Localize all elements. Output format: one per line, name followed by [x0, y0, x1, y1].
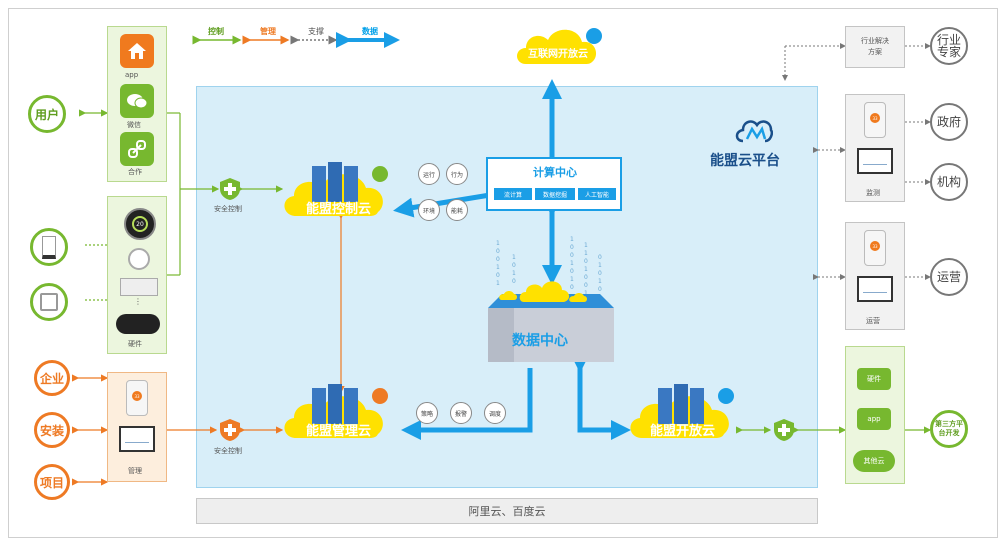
gov-circle: 政府 [930, 103, 968, 141]
third-party-circle: 第三方平台开发 [930, 410, 968, 448]
compute-center [486, 157, 622, 211]
ops-circle: 运营 [930, 258, 968, 296]
binary-stream: 1 0 0 1 0 1 0 [570, 236, 574, 291]
open-cloud [630, 384, 734, 438]
footer-bar: 阿里云、百度云 [196, 498, 818, 524]
shield-icon [774, 419, 794, 441]
compute-tag: 流计算 [494, 188, 532, 200]
phone-icon: 33 [126, 380, 148, 416]
platform-logo-icon [735, 120, 773, 143]
open-hw-button[interactable]: 硬件 [857, 368, 891, 390]
manage-tag: 报警 [450, 402, 472, 424]
industry-expert-label: 行业专家 [936, 33, 961, 59]
hardware-ellipsis: ⋮ [134, 297, 142, 306]
manage-label: 管理 [128, 467, 142, 475]
data-center-box [488, 281, 614, 362]
industry-expert-circle: 行业专家 [930, 27, 968, 65]
gateway-icon [116, 314, 160, 334]
project-circle: 项目 [34, 464, 70, 500]
install-circle: 安装 [34, 412, 70, 448]
hardware-label: 硬件 [128, 340, 142, 348]
monitor-icon [857, 276, 893, 302]
wechat-label: 微信 [127, 121, 141, 129]
monitor-icon [857, 148, 893, 174]
ac-unit-icon [40, 293, 58, 311]
shield-icon [220, 419, 240, 441]
legend-control: 控制 [208, 27, 224, 36]
control-cloud [284, 162, 388, 216]
thermostat-value: 20 [132, 216, 148, 232]
industry-box [845, 26, 905, 68]
internet-cloud [517, 28, 602, 64]
manage-cloud [284, 384, 388, 438]
control-tag: 环境 [418, 199, 440, 221]
compute-tag: 数据挖掘 [535, 188, 575, 200]
manage-cloud-label: 能盟管理云 [306, 424, 372, 439]
manage-tag: 调度 [484, 402, 506, 424]
compute-tag: 人工智能 [578, 188, 616, 200]
ops-label: 运营 [866, 317, 880, 325]
control-tag: 运行 [418, 163, 440, 185]
security-label-top: 安全控制 [214, 205, 242, 213]
third-party-label: 第三方平台开发 [935, 420, 963, 437]
user-circle: 用户 [28, 95, 66, 133]
enterprise-circle: 企业 [34, 360, 70, 396]
phone-icon: 33 [864, 230, 886, 266]
partner-label: 合作 [128, 168, 142, 176]
binary-stream: 1 0 1 0 [512, 254, 516, 285]
binary-stream: 1 0 0 1 0 1 [496, 240, 500, 287]
controller-icon [120, 278, 158, 296]
security-label-bottom: 安全控制 [214, 447, 242, 455]
binary-stream: 1 1 0 1 0 0 1 [584, 242, 588, 297]
data-center-title: 数据中心 [512, 333, 568, 349]
phone-value: 33 [870, 113, 880, 123]
legend-data: 数据 [362, 27, 378, 36]
compute-title: 计算中心 [533, 166, 577, 179]
industry-box-label: 行业解决方案 [861, 37, 889, 56]
control-tag: 行为 [446, 163, 468, 185]
home-icon[interactable] [120, 34, 154, 68]
open-app-button[interactable]: app [857, 408, 891, 430]
phone-icon: 33 [864, 102, 886, 138]
control-tag: 能耗 [446, 199, 468, 221]
open-cloud-label: 能盟开放云 [650, 424, 716, 439]
sensor-icon [128, 248, 150, 270]
internet-cloud-label: 互联网开放云 [528, 49, 588, 60]
outer-frame [8, 8, 998, 538]
monitor-label: 监测 [866, 189, 880, 197]
app-label: app [125, 71, 139, 79]
open-other-cloud[interactable]: 其他云 [853, 450, 895, 472]
legend-manage: 管理 [260, 27, 276, 36]
manage-tag: 策略 [416, 402, 438, 424]
binary-stream: 0 1 0 1 0 [598, 254, 602, 293]
thermostat-icon: 20 [124, 208, 156, 240]
water-heater-icon [42, 235, 56, 259]
water-heater-circle [30, 228, 68, 266]
ac-unit-circle [30, 283, 68, 321]
monitor-icon [119, 426, 155, 452]
wechat-icon[interactable] [120, 84, 154, 118]
link-icon[interactable] [120, 132, 154, 166]
phone-value: 33 [870, 241, 880, 251]
phone-value: 33 [132, 391, 142, 401]
shield-icon [220, 178, 240, 200]
legend-support: 支撑 [308, 27, 324, 36]
platform-title: 能盟云平台 [710, 153, 780, 169]
control-cloud-label: 能盟控制云 [306, 202, 372, 217]
org-circle: 机构 [930, 163, 968, 201]
